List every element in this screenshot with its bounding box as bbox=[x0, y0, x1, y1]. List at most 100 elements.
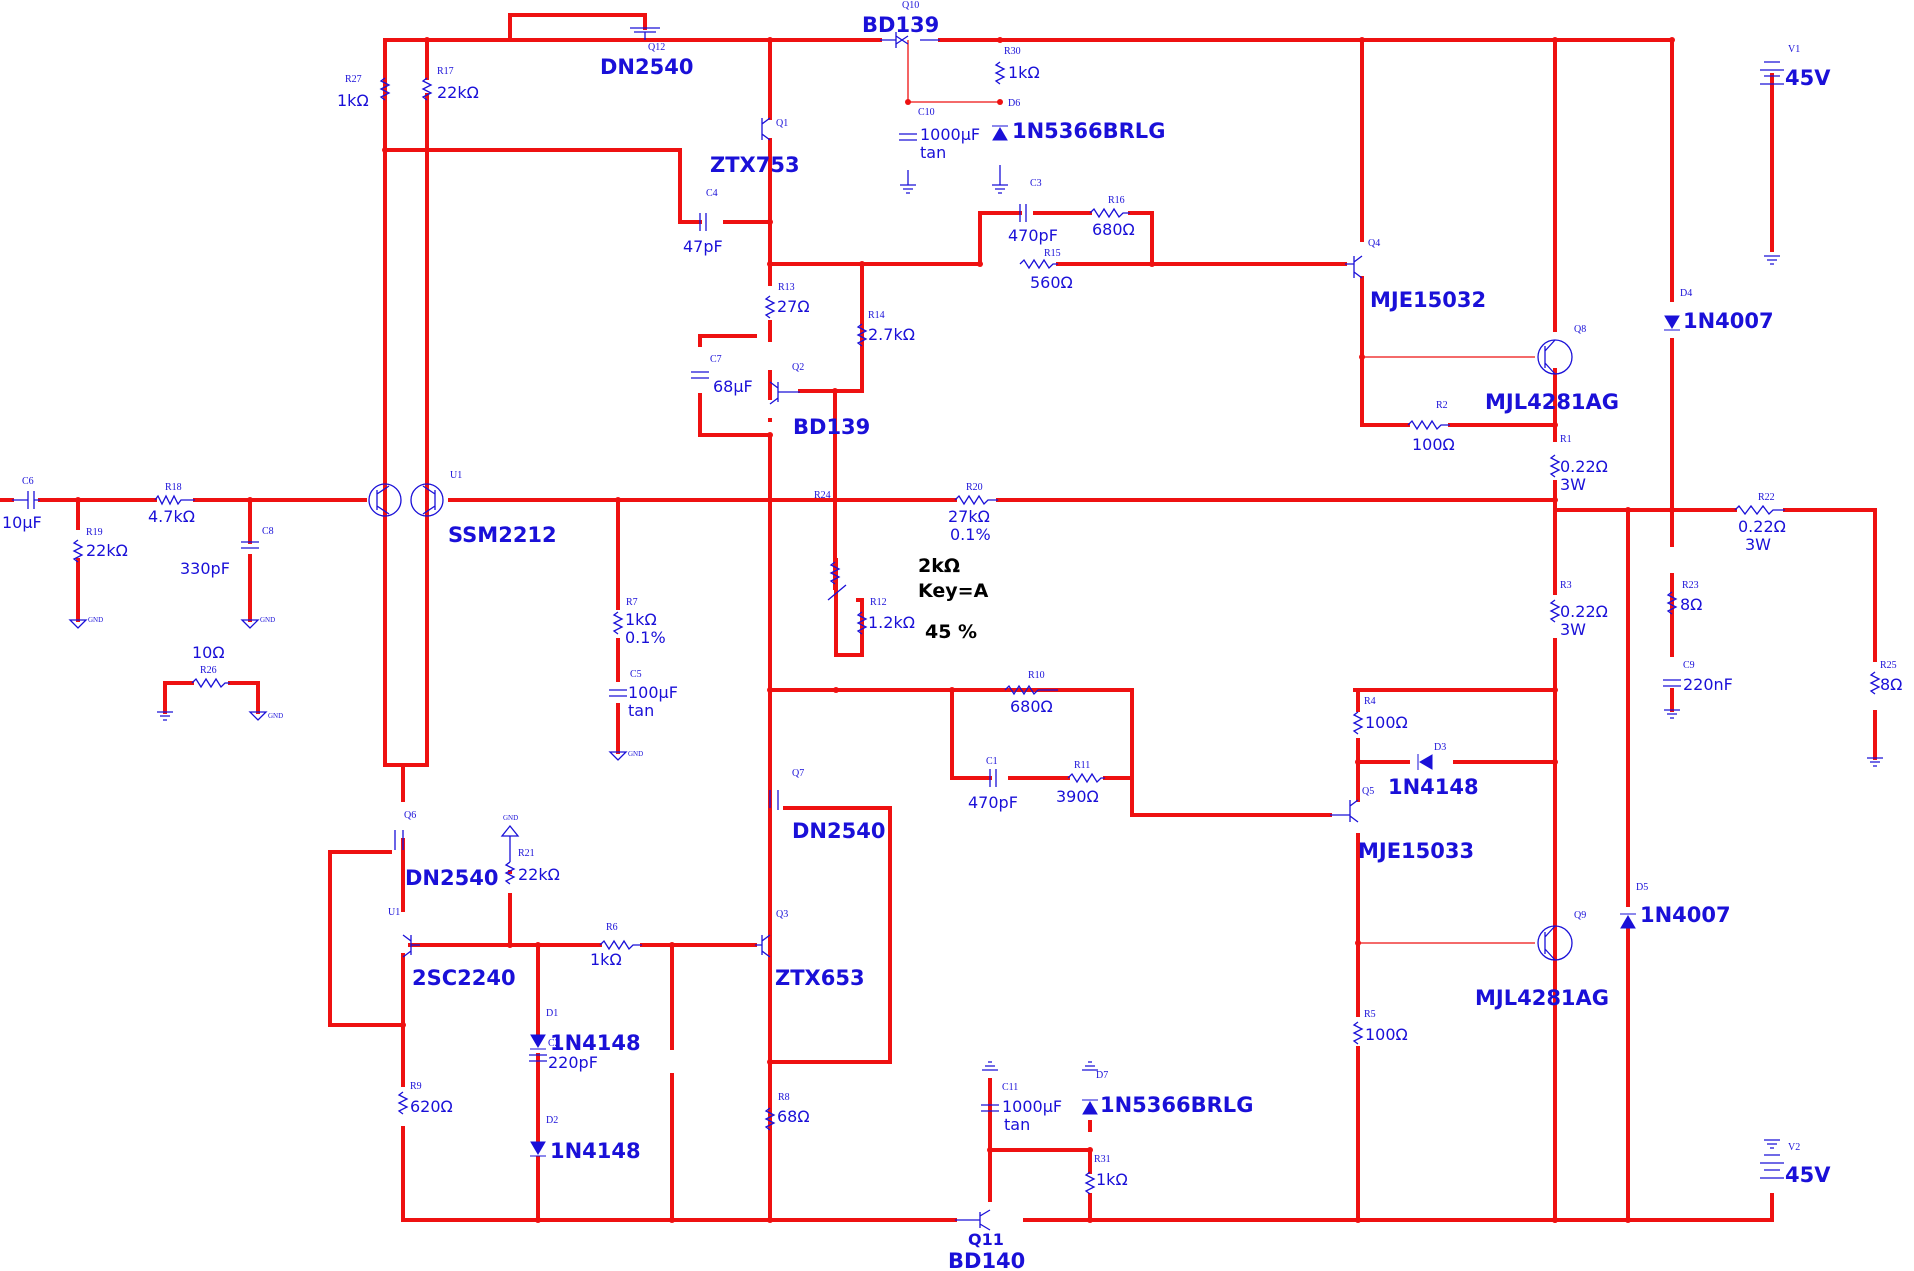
c2-symbol bbox=[529, 1054, 547, 1062]
c11-value: 1000µF bbox=[1002, 1097, 1062, 1116]
d5-ref: D5 bbox=[1636, 882, 1648, 893]
c3-symbol bbox=[1019, 204, 1027, 222]
r7-ref: R7 bbox=[626, 597, 638, 608]
r12-ref: R12 bbox=[870, 597, 887, 608]
r6-ref: R6 bbox=[606, 922, 618, 933]
r31-symbol bbox=[1084, 1171, 1096, 1195]
r7-symbol bbox=[612, 611, 624, 635]
c4-value: 47pF bbox=[683, 237, 723, 256]
r26-ref: R26 bbox=[200, 665, 217, 676]
r8-ref: R8 bbox=[778, 1092, 790, 1103]
r30-value: 1kΩ bbox=[1008, 63, 1040, 82]
v2-label: 45V bbox=[1785, 1163, 1831, 1187]
r15-ref: R15 bbox=[1044, 248, 1061, 259]
q9-symbol bbox=[1537, 925, 1573, 961]
r27-symbol bbox=[379, 77, 391, 101]
r23-symbol bbox=[1666, 591, 1678, 615]
r12-symbol bbox=[856, 611, 868, 635]
c9-value: 220nF bbox=[1683, 675, 1733, 694]
q2-label: BD139 bbox=[793, 415, 870, 439]
q1-symbol bbox=[761, 117, 771, 141]
c11-type: tan bbox=[1004, 1115, 1030, 1134]
r13-value: 27Ω bbox=[777, 297, 810, 316]
q6-label: DN2540 bbox=[405, 866, 498, 890]
c11-ref: C11 bbox=[1002, 1082, 1018, 1093]
c5-symbol bbox=[609, 689, 627, 697]
r13-symbol bbox=[764, 295, 776, 319]
pot-symbol bbox=[827, 561, 847, 601]
c10-type: tan bbox=[920, 143, 946, 162]
c3-value: 470pF bbox=[1008, 226, 1058, 245]
q7-label: DN2540 bbox=[792, 819, 885, 843]
d7-ref: D7 bbox=[1096, 1070, 1108, 1081]
d6-label: 1N5366BRLG bbox=[1012, 119, 1165, 143]
r19-value: 22kΩ bbox=[86, 541, 128, 560]
d4-label: 1N4007 bbox=[1683, 309, 1774, 333]
c11-symbol bbox=[981, 1104, 999, 1112]
q11-ref: Q11 bbox=[968, 1230, 1004, 1249]
c4-ref: C4 bbox=[706, 188, 718, 199]
r18-symbol bbox=[154, 494, 195, 506]
r10-symbol bbox=[1004, 684, 1058, 696]
r13-ref: R13 bbox=[778, 282, 795, 293]
r15-symbol bbox=[1019, 258, 1058, 270]
v1-ref: V1 bbox=[1788, 44, 1800, 55]
c7-symbol bbox=[691, 371, 709, 379]
c6-symbol bbox=[12, 491, 40, 509]
c5-type: tan bbox=[628, 701, 654, 720]
d6-ref: D6 bbox=[1008, 98, 1020, 109]
r19-symbol bbox=[72, 539, 84, 563]
r8-value: 68Ω bbox=[777, 1107, 810, 1126]
q4-symbol bbox=[1345, 255, 1363, 279]
q8-ref: Q8 bbox=[1574, 324, 1586, 335]
v2-ref: V2 bbox=[1788, 1142, 1800, 1153]
q7-ref: Q7 bbox=[792, 768, 804, 779]
r3-symbol bbox=[1549, 599, 1561, 623]
u1b-ref: U1 bbox=[388, 907, 400, 918]
r26-value: 10Ω bbox=[192, 643, 225, 662]
q5-label: MJE15033 bbox=[1358, 839, 1474, 863]
c2-value: 220pF bbox=[548, 1053, 598, 1072]
c5-ref: C5 bbox=[630, 669, 642, 680]
d5-symbol bbox=[1620, 913, 1636, 929]
gnd-tag-r26: GND bbox=[268, 712, 283, 720]
d2-symbol bbox=[530, 1141, 546, 1157]
wires bbox=[0, 13, 1877, 1222]
junctions bbox=[75, 37, 1675, 1223]
pot-key-label: Key=A bbox=[918, 580, 989, 602]
d7-label: 1N5366BRLG bbox=[1100, 1093, 1253, 1117]
d4-symbol bbox=[1664, 315, 1680, 331]
c3-ref: C3 bbox=[1030, 178, 1042, 189]
q12-ref: Q12 bbox=[648, 42, 665, 53]
r21-value: 22kΩ bbox=[518, 865, 560, 884]
q1-ref: Q1 bbox=[776, 118, 788, 129]
r12-value: 1.2kΩ bbox=[868, 613, 915, 632]
r2-symbol bbox=[1407, 419, 1450, 431]
q4-label: MJE15032 bbox=[1370, 288, 1486, 312]
r26-symbol bbox=[191, 677, 230, 689]
q8-label: MJL4281AG bbox=[1485, 390, 1619, 414]
q6-ref: Q6 bbox=[404, 810, 416, 821]
d3-symbol bbox=[1417, 754, 1433, 770]
q1-label: ZTX753 bbox=[710, 153, 800, 177]
d3-ref: D3 bbox=[1434, 742, 1446, 753]
r27-value: 1kΩ bbox=[337, 91, 369, 110]
pot-setting-label: 45 % bbox=[925, 621, 977, 643]
c1-value: 470pF bbox=[968, 793, 1018, 812]
c10-symbol bbox=[899, 133, 917, 141]
r21-ref: R21 bbox=[518, 848, 535, 859]
r15-value: 560Ω bbox=[1030, 273, 1073, 292]
r3-ref: R3 bbox=[1560, 580, 1572, 591]
r22-value: 0.22Ω bbox=[1738, 517, 1786, 536]
d1-symbol bbox=[530, 1034, 546, 1050]
r11-symbol bbox=[1067, 772, 1105, 784]
resistor-symbols bbox=[72, 61, 1881, 1195]
d7-symbol bbox=[1082, 1099, 1098, 1115]
r14-symbol bbox=[856, 323, 868, 347]
r3-value: 0.22Ω bbox=[1560, 602, 1608, 621]
q8-symbol bbox=[1537, 339, 1573, 375]
d2-ref: D2 bbox=[546, 1115, 558, 1126]
q10-label: BD139 bbox=[862, 13, 939, 37]
r16-symbol bbox=[1089, 207, 1130, 219]
